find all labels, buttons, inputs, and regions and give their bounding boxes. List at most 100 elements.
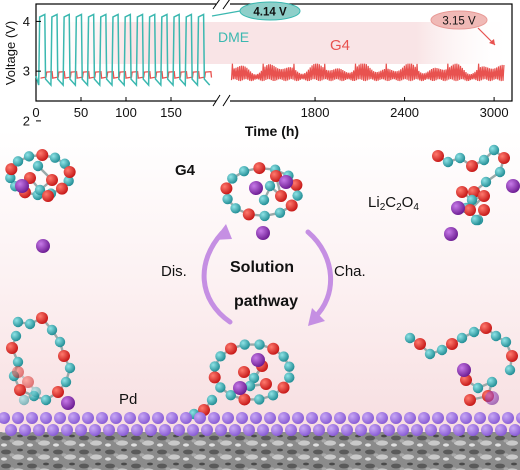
pd-atom xyxy=(173,424,185,436)
dme-series-line xyxy=(35,13,211,88)
pd-atom xyxy=(488,412,500,424)
carbon-atom xyxy=(466,194,478,206)
g4-chain-bottom-right xyxy=(404,322,518,376)
molecule-layer xyxy=(5,144,520,420)
carbon-atom xyxy=(244,380,256,392)
carbon-atom xyxy=(239,339,250,350)
pd-atom xyxy=(117,424,129,436)
g4-li-complex-bottom-center xyxy=(208,339,295,406)
pathway-label: pathway xyxy=(234,293,298,310)
pd-atom-layer xyxy=(0,412,520,436)
lithium-atom xyxy=(451,201,465,215)
oxygen-atom xyxy=(225,342,238,355)
carbon-atom xyxy=(5,172,16,184)
g4-chain-bottom-left xyxy=(6,312,76,406)
pd-atom xyxy=(404,412,416,424)
carbon-atom xyxy=(24,318,36,330)
pd-atom xyxy=(481,424,493,436)
carbon-atom xyxy=(54,336,66,348)
carbon-atom xyxy=(494,166,506,178)
pd-atom xyxy=(89,424,101,436)
cha-label: Cha. xyxy=(334,263,366,280)
oxygen-atom xyxy=(5,163,18,176)
li-ion-top-right xyxy=(444,227,458,241)
carbon-atom xyxy=(267,390,279,401)
oxygen-atom xyxy=(414,338,426,350)
pd-atom xyxy=(390,412,402,424)
oxygen-atom xyxy=(14,384,26,396)
pd-atom xyxy=(96,412,108,424)
oxygen-atom xyxy=(46,174,58,186)
carbon-atom xyxy=(206,394,218,406)
x-tick-label: 1800 xyxy=(301,105,330,120)
pd-atom xyxy=(285,424,297,436)
faded-complex-bottom-left xyxy=(12,366,42,406)
lithium-atom xyxy=(36,239,50,253)
carbon-atom xyxy=(227,173,238,184)
pd-atom xyxy=(54,412,66,424)
x-tick-label: 100 xyxy=(115,105,137,120)
pd-atom xyxy=(159,424,171,436)
carbon-atom xyxy=(34,184,46,196)
pd-atom xyxy=(194,412,206,424)
carbon-atom xyxy=(490,330,502,342)
pd-atom xyxy=(12,412,24,424)
carbon-atom xyxy=(59,158,71,169)
carbon-atom xyxy=(18,394,30,406)
dme-series-label: DME xyxy=(218,29,249,45)
lithium-atom xyxy=(61,396,75,410)
oxalate-bottom-center xyxy=(233,353,272,395)
carbon-atom xyxy=(442,156,454,168)
charge-arrow xyxy=(305,229,334,321)
oxygen-atom xyxy=(275,190,287,202)
pd-atom xyxy=(467,424,479,436)
pd-atom xyxy=(47,424,59,436)
lithium-atom xyxy=(506,179,520,193)
li-ion-right-edge xyxy=(506,179,520,193)
pd-atom xyxy=(222,412,234,424)
y-tick-label: 2 xyxy=(23,113,30,128)
pd-atom xyxy=(425,424,437,436)
oxygen-atom xyxy=(456,186,468,198)
pd-atom xyxy=(418,412,430,424)
g4-series-label: G4 xyxy=(330,37,350,54)
li-ion-bottom-right xyxy=(457,363,471,377)
pd-atom xyxy=(257,424,269,436)
oxygen-atom xyxy=(6,342,18,354)
lithium-atom xyxy=(256,226,270,240)
pd-atom xyxy=(40,412,52,424)
pd-atom xyxy=(26,412,38,424)
pd-atom xyxy=(110,412,122,424)
pd-atom xyxy=(411,424,423,436)
pd-atom xyxy=(75,424,87,436)
lithium-atom xyxy=(233,381,247,395)
oxygen-atom xyxy=(238,366,250,378)
pd-atom xyxy=(348,412,360,424)
g4-series-line-right xyxy=(230,63,505,82)
pd-atom xyxy=(33,424,45,436)
pd-atom xyxy=(152,412,164,424)
carbon-atom xyxy=(230,203,241,214)
oxygen-atom xyxy=(55,182,68,195)
x-tick-label: 2400 xyxy=(390,105,419,120)
oxygen-atom xyxy=(270,170,282,182)
oxygen-atom xyxy=(478,190,490,202)
carbon-atom xyxy=(404,332,416,344)
g4-molecule-label: G4 xyxy=(175,162,196,179)
oxygen-atom xyxy=(466,160,478,172)
discharge-arrow xyxy=(201,230,233,325)
oxygen-atom xyxy=(267,342,280,355)
y-tick-label: 4 xyxy=(23,14,30,29)
pd-atom xyxy=(446,412,458,424)
pd-label: Pd xyxy=(119,391,137,408)
pd-atom xyxy=(250,412,262,424)
pd-atom xyxy=(187,424,199,436)
li-ion-bottom-left xyxy=(61,396,75,410)
carbon-atom xyxy=(500,336,512,348)
carbon-atom xyxy=(12,156,24,167)
oxygen-atom xyxy=(52,386,64,398)
pd-atom xyxy=(236,412,248,424)
pd-atom xyxy=(0,412,10,424)
carbon-atom xyxy=(254,339,265,350)
lithium-atom xyxy=(457,363,471,377)
